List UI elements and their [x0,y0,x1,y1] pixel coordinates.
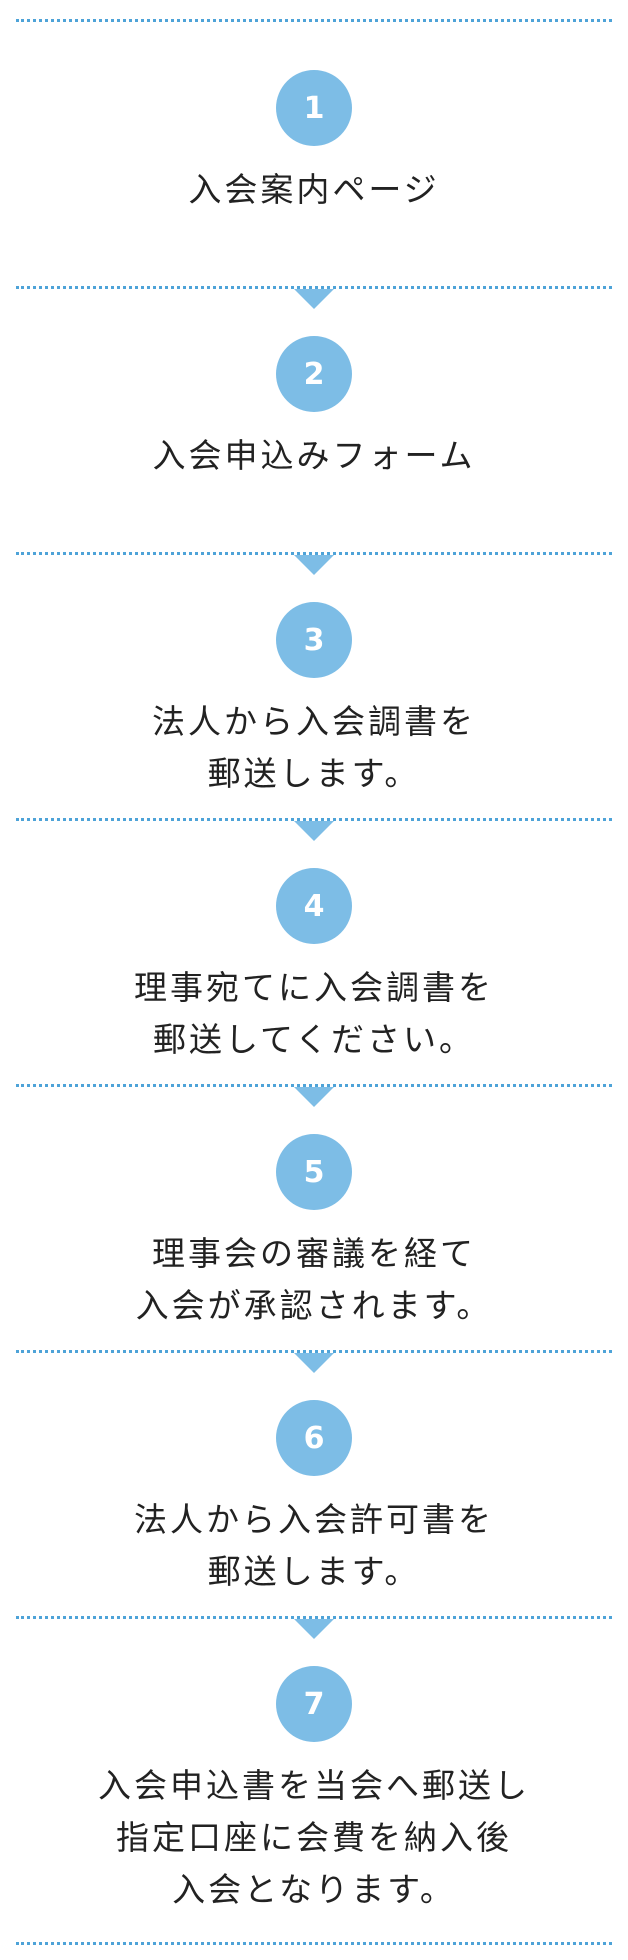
step-number-badge: 4 [276,868,352,944]
step-text: 理事宛てに入会調書を 郵送してください。 [0,962,628,1066]
down-arrow-icon [294,1353,334,1373]
step-3: 3 法人から入会調書を 郵送します。 [0,602,628,800]
step-text-line: 理事会の審議を経て [152,1234,476,1273]
step-number-badge: 6 [276,1400,352,1476]
step-text: 理事会の審議を経て 入会が承認されます。 [0,1228,628,1332]
divider [16,552,612,575]
divider-bottom [16,1942,612,1945]
down-arrow-icon [294,1087,334,1107]
step-text: 入会案内ページ [0,164,628,216]
step-number-badge: 3 [276,602,352,678]
step-text: 入会申込書を当会へ郵送し 指定口座に会費を納入後 入会となります。 [0,1760,628,1916]
step-6: 6 法人から入会許可書を 郵送します。 [0,1400,628,1598]
step-7: 7 入会申込書を当会へ郵送し 指定口座に会費を納入後 入会となります。 [0,1666,628,1916]
step-number-badge: 7 [276,1666,352,1742]
step-2: 2 入会申込みフォーム [0,336,628,482]
step-text-line: 法人から入会許可書を [134,1500,494,1539]
step-text-line: 入会となります。 [172,1870,456,1909]
divider [16,1350,612,1373]
down-arrow-icon [294,555,334,575]
divider [16,818,612,841]
down-arrow-icon [294,289,334,309]
step-text-line: 郵送します。 [207,754,421,793]
step-text: 法人から入会許可書を 郵送します。 [0,1494,628,1598]
step-text: 入会申込みフォーム [0,430,628,482]
divider [16,1616,612,1639]
step-5: 5 理事会の審議を経て 入会が承認されます。 [0,1134,628,1332]
step-text-line: 入会案内ページ [188,170,440,209]
step-text-line: 入会申込みフォーム [152,436,476,475]
step-text-line: 指定口座に会費を納入後 [116,1818,512,1857]
step-text-line: 理事宛てに入会調書を [134,968,494,1007]
divider-top [16,19,612,22]
step-4: 4 理事宛てに入会調書を 郵送してください。 [0,868,628,1066]
step-text-line: 入会が承認されます。 [135,1286,493,1325]
down-arrow-icon [294,821,334,841]
divider [16,286,612,309]
step-text-line: 法人から入会調書を [152,702,476,741]
divider [16,1084,612,1107]
step-text-line: 郵送します。 [207,1552,421,1591]
step-number-badge: 1 [276,70,352,146]
step-1: 1 入会案内ページ [0,70,628,216]
step-text: 法人から入会調書を 郵送します。 [0,696,628,800]
step-number-badge: 5 [276,1134,352,1210]
step-number-badge: 2 [276,336,352,412]
down-arrow-icon [294,1619,334,1639]
step-text-line: 入会申込書を当会へ郵送し [98,1766,530,1805]
step-text-line: 郵送してください。 [152,1020,476,1059]
